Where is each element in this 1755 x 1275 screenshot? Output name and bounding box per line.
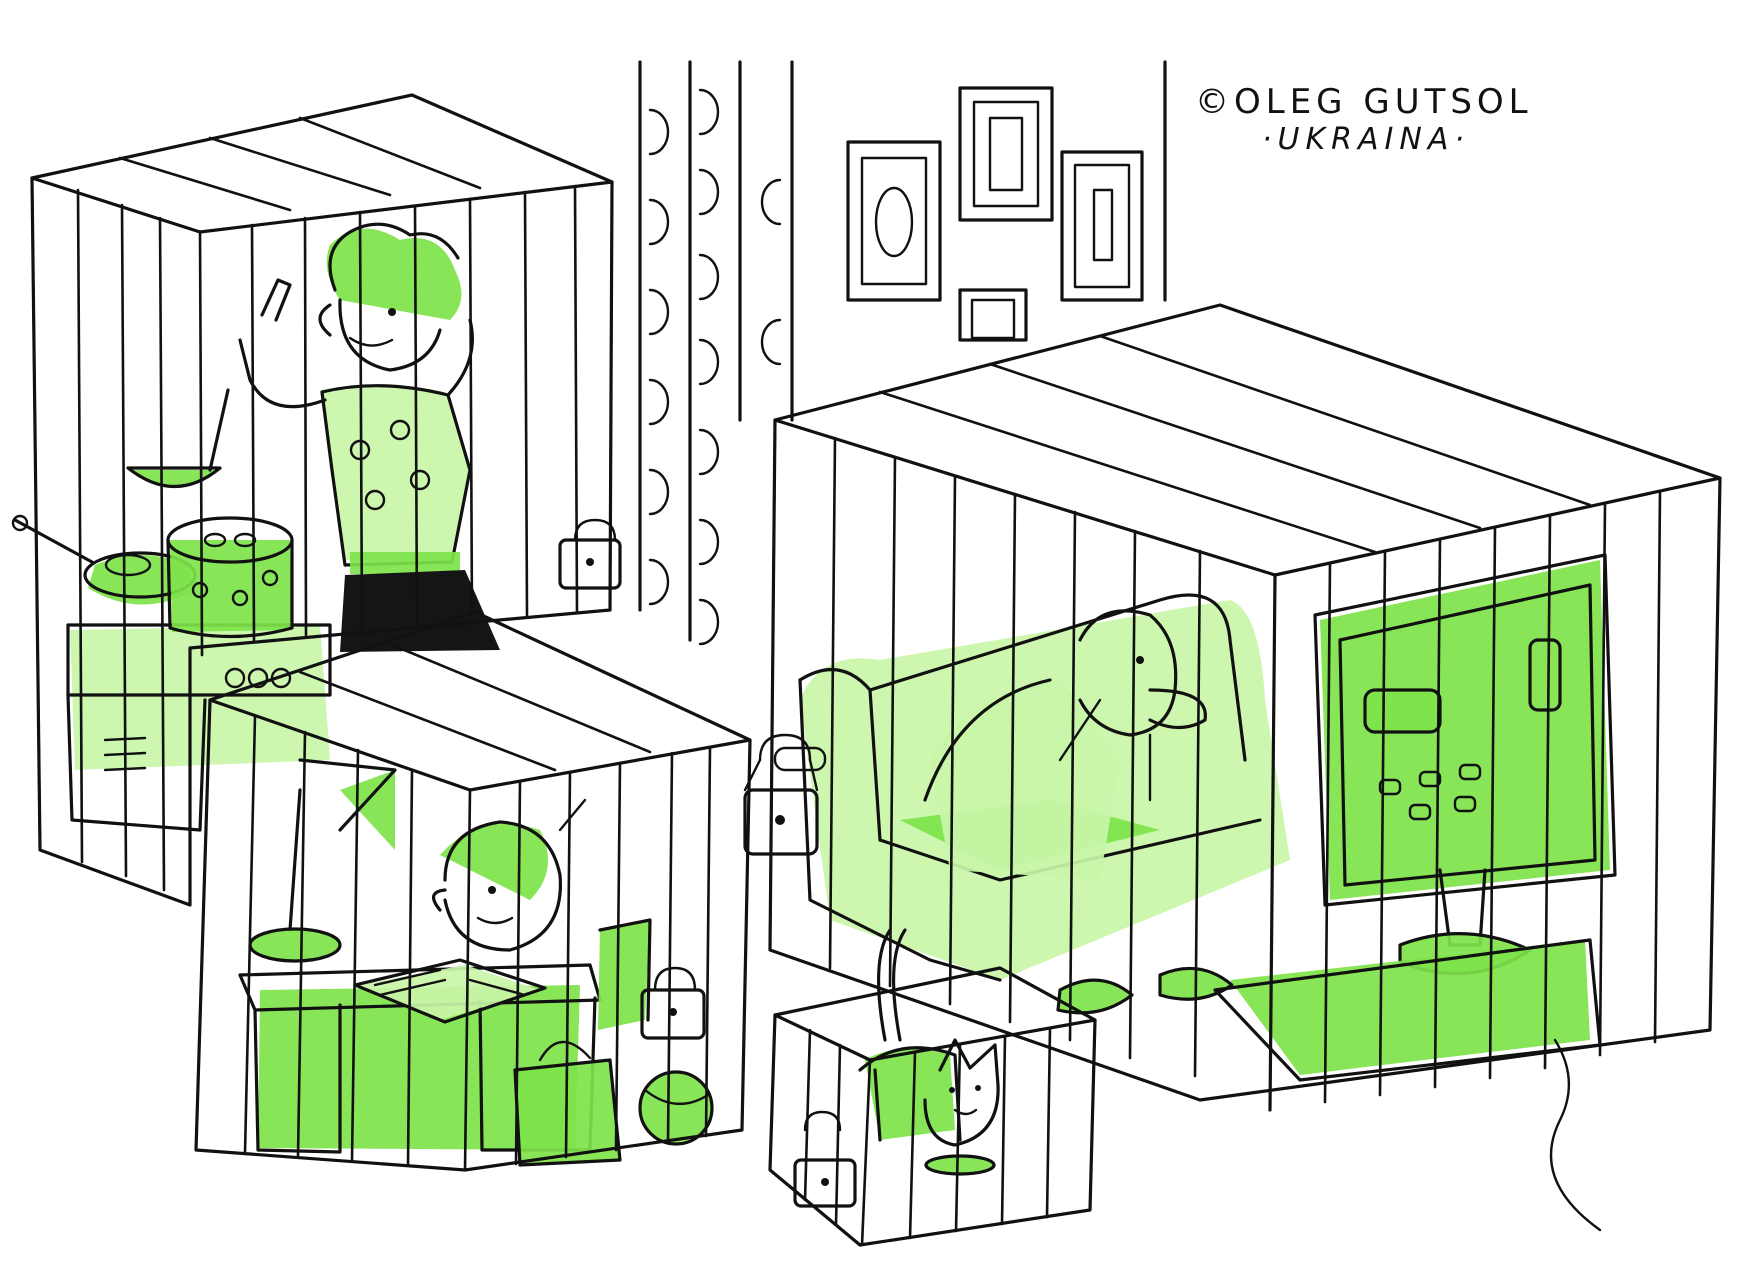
- woman-cooking: [208, 222, 500, 652]
- picture-frames: [846, 86, 1144, 342]
- desk-cage: [194, 610, 752, 1172]
- padlock-icon: [640, 966, 706, 1040]
- sofa-cage-bars: [768, 334, 1662, 1104]
- desk-cage-bars: [194, 640, 752, 1172]
- artist-country: ·UKRAINA·: [1262, 122, 1470, 157]
- pot-icon: [166, 516, 294, 639]
- padlock-icon: [743, 733, 827, 856]
- cat: [858, 928, 1000, 1176]
- cat-cage-bars: [768, 1013, 1097, 1247]
- wallpaper: [638, 60, 1167, 646]
- kitchen-cage: [11, 93, 614, 907]
- lamp-icon: [248, 758, 397, 963]
- artist-signature: ©OLEG GUTSOL: [1195, 82, 1533, 122]
- padlock-icon: [793, 1110, 857, 1208]
- padlock-icon: [558, 518, 622, 590]
- tv-icon: [1313, 553, 1617, 976]
- sofa-cage: [768, 303, 1722, 1232]
- kitchen-cage-bars: [30, 116, 614, 892]
- boy-studying: [432, 798, 587, 952]
- ball-icon: [638, 1070, 714, 1146]
